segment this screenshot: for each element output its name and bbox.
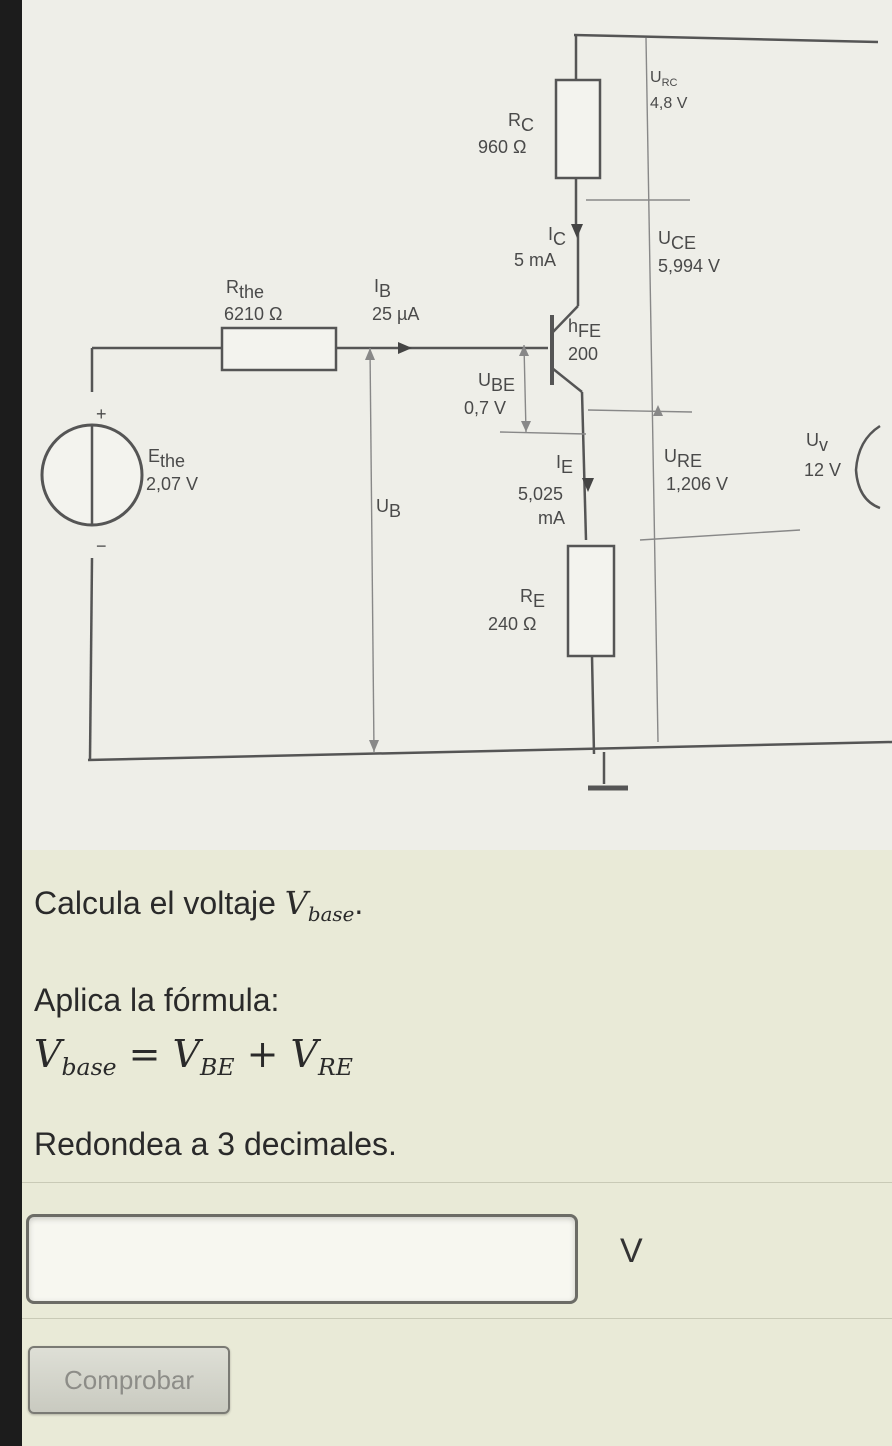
ure-name-label: URE bbox=[664, 446, 702, 471]
ib-value-label: 25 µA bbox=[372, 304, 419, 324]
formula: Vbase = VBE + VRE bbox=[34, 1032, 353, 1082]
ib-name-label: IB bbox=[374, 276, 391, 301]
uce-value-label: 5,994 V bbox=[658, 256, 720, 276]
ethe-value-label: 2,07 V bbox=[146, 474, 198, 494]
re-name-label: RE bbox=[520, 586, 545, 611]
uv-name-label: Uv bbox=[806, 430, 828, 455]
ic-value-label: 5 mA bbox=[514, 250, 556, 270]
divider bbox=[22, 1318, 892, 1319]
uce-name-label: UCE bbox=[658, 228, 696, 253]
resistor-rc-symbol bbox=[554, 78, 602, 180]
question-prompt: Calcula el voltaje Vbase. bbox=[34, 884, 364, 926]
answer-input[interactable] bbox=[26, 1214, 578, 1304]
rthe-name-label: Rthe bbox=[226, 277, 264, 302]
urc-value-label: 4,8 V bbox=[650, 95, 688, 112]
re-value-label: 240 Ω bbox=[488, 614, 537, 634]
circuit-diagram-area: RC 960 Ω URC 4,8 V IC 5 mA UCE 5,994 V R… bbox=[22, 0, 892, 850]
ethe-name-label: Ethe bbox=[148, 446, 185, 471]
ie-unit-label: mA bbox=[538, 508, 565, 528]
ie-value-label: 5,025 bbox=[518, 484, 563, 504]
divider bbox=[22, 1182, 892, 1183]
hfe-name-label: hFE bbox=[568, 316, 601, 341]
rc-name-label: RC bbox=[508, 110, 534, 135]
exercise-page: RC 960 Ω URC 4,8 V IC 5 mA UCE 5,994 V R… bbox=[22, 0, 892, 1446]
ic-name-label: IC bbox=[548, 224, 566, 249]
check-button[interactable]: Comprobar bbox=[28, 1346, 230, 1414]
urc-name-label: URC bbox=[650, 69, 678, 89]
answer-unit: V bbox=[620, 1232, 643, 1270]
uv-value-label: 12 V bbox=[804, 460, 841, 480]
ube-name-label: UBE bbox=[478, 370, 515, 395]
rounding-instruction: Redondea a 3 decimales. bbox=[34, 1126, 397, 1162]
rthe-value-label: 6210 Ω bbox=[224, 304, 283, 324]
ie-name-label: IE bbox=[556, 452, 573, 477]
formula-label: Aplica la fórmula: bbox=[34, 982, 280, 1018]
hfe-value-label: 200 bbox=[568, 344, 598, 364]
ure-value-label: 1,206 V bbox=[666, 474, 728, 494]
source-plus-sign: + bbox=[96, 404, 107, 424]
circuit-diagram: RC 960 Ω URC 4,8 V IC 5 mA UCE 5,994 V R… bbox=[40, 33, 892, 791]
resistor-rthe-symbol bbox=[220, 326, 338, 372]
rc-value-label: 960 Ω bbox=[478, 137, 527, 157]
source-minus-sign: − bbox=[96, 536, 107, 556]
ube-value-label: 0,7 V bbox=[464, 398, 506, 418]
resistor-re-symbol bbox=[566, 544, 616, 658]
ub-label: UB bbox=[376, 496, 401, 521]
